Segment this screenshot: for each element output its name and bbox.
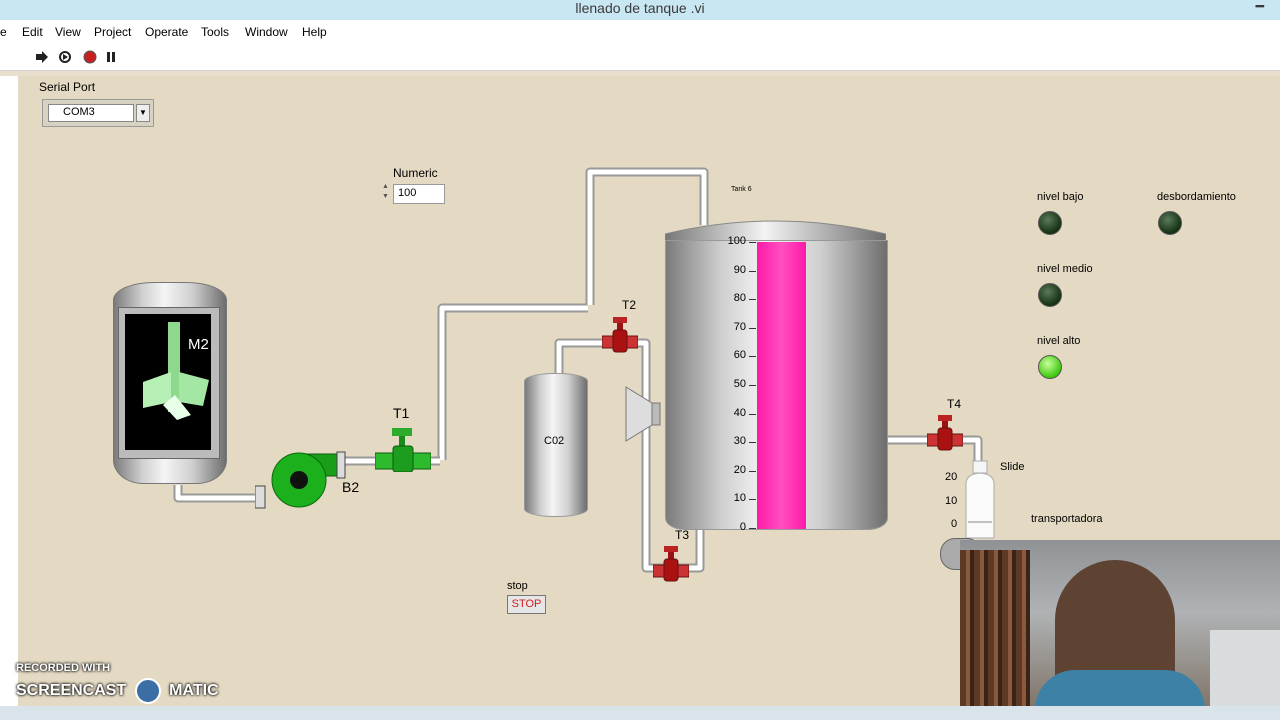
indicator-label-nivel-alto: nivel alto <box>1037 335 1081 347</box>
funnel-icon <box>625 386 661 442</box>
window-title: llenado de tanque .vi <box>575 0 705 16</box>
serial-port-field[interactable]: COM3 <box>48 104 134 122</box>
menu-edit[interactable]: Edit <box>22 25 43 39</box>
webcam-overlay <box>960 540 1280 720</box>
tank-level-track <box>757 242 806 529</box>
toolbar <box>0 44 1280 71</box>
tank-scale-mark <box>749 442 756 444</box>
wall <box>1210 630 1280 720</box>
stop-button[interactable]: STOP <box>507 595 546 614</box>
indicator-label-nivel-medio: nivel medio <box>1037 263 1093 275</box>
taskbar <box>0 706 1280 720</box>
tank-scale-tick: 100 <box>727 235 746 247</box>
abort-icon[interactable] <box>83 50 97 64</box>
tank-scale-tick: 10 <box>733 492 746 505</box>
pump-icon <box>255 451 346 509</box>
valve-t4-icon[interactable] <box>927 414 963 452</box>
watermark-line1: RECORDED WITH <box>16 662 111 674</box>
valve-t1-icon[interactable] <box>375 426 431 472</box>
tank-scale-tick: 90 <box>733 263 746 276</box>
tank-scale-mark <box>749 528 756 529</box>
mixer-label: M2 <box>188 336 209 353</box>
led-desbordamiento <box>1158 211 1182 235</box>
pump-label: B2 <box>342 479 360 495</box>
menu-view[interactable]: View <box>55 25 81 39</box>
tank-name: Tank 6 <box>731 186 752 193</box>
slide-tick-0: 0 <box>951 518 958 530</box>
tank-scale-tick: 50 <box>733 378 746 390</box>
increment-icon[interactable]: ▲▼ <box>382 183 389 200</box>
tank-scale-mark <box>749 470 756 472</box>
tank-scale-tick: 20 <box>733 463 746 476</box>
tank-scale-mark <box>749 499 756 501</box>
run-continuous-icon[interactable] <box>58 50 72 64</box>
tank-level-fill <box>757 242 806 529</box>
left-strip <box>0 76 18 706</box>
c02-tank: C02 <box>524 373 588 517</box>
tank-scale-mark <box>749 270 756 272</box>
led-nivel-medio <box>1038 283 1062 307</box>
led-nivel-bajo <box>1038 211 1062 235</box>
bookshelf <box>960 550 1030 720</box>
minimize-button[interactable]: ━ <box>1255 0 1264 14</box>
slide-label: Slide <box>1000 461 1025 473</box>
run-arrow-icon[interactable] <box>35 50 49 64</box>
serial-port-label: Serial Port <box>39 80 96 94</box>
bottle-slide[interactable] <box>962 460 998 540</box>
tank-scale-tick: 60 <box>733 349 746 362</box>
watermark-brand: SCREENCAST MATIC <box>16 678 219 704</box>
tank-scale-mark <box>749 327 756 329</box>
dropdown-icon[interactable]: ▼ <box>136 104 150 122</box>
menu-project[interactable]: Project <box>94 25 132 39</box>
menu-tools[interactable]: Tools <box>201 25 230 39</box>
indicator-label-desbordamiento: desbordamiento <box>1157 191 1236 203</box>
indicator-label-nivel-bajo: nivel bajo <box>1037 191 1084 203</box>
numeric-input[interactable]: 100 <box>393 184 445 204</box>
title-bar: llenado de tanque .vi ━ <box>0 0 1280 20</box>
menu-help[interactable]: Help <box>302 25 327 39</box>
watermark-line2: SCREENCAST <box>16 682 127 700</box>
c02-label: C02 <box>544 435 565 447</box>
pause-icon[interactable] <box>104 50 118 64</box>
serial-port-control[interactable]: COM3 ▼ <box>42 99 154 127</box>
valve-t2-icon[interactable] <box>602 316 638 354</box>
mixer-tank: M2 <box>113 282 227 484</box>
tank-scale-mark <box>749 356 756 358</box>
menu-operate[interactable]: Operate <box>145 25 189 39</box>
tank-scale-tick: 80 <box>733 292 746 305</box>
tank-scale-mark <box>749 299 756 301</box>
led-nivel-alto <box>1038 355 1062 379</box>
menu-file[interactable]: e <box>0 25 7 39</box>
record-icon <box>134 678 161 704</box>
menu-window[interactable]: Window <box>245 25 288 39</box>
slide-tick-10: 10 <box>945 495 958 507</box>
tank-scale-tick: 30 <box>733 435 746 448</box>
menu-bar: e Edit View Project Operate Tools Window… <box>0 20 1280 44</box>
tank-scale-tick: 40 <box>733 406 746 419</box>
tank-scale-tick: 70 <box>733 320 746 333</box>
numeric-label: Numeric <box>393 166 438 180</box>
watermark: RECORDED WITH SCREENCAST MATIC <box>16 662 219 704</box>
valve-t3-icon[interactable] <box>653 545 689 583</box>
watermark-line3: MATIC <box>169 682 219 700</box>
agitator-icon <box>143 322 209 420</box>
tank-scale-mark <box>749 242 756 243</box>
numeric-value: 100 <box>398 187 417 199</box>
tank-scale-tick: 0 <box>739 521 746 533</box>
tank-scale-mark <box>749 385 756 386</box>
valve-t1-label: T1 <box>393 405 410 421</box>
conveyor-label: transportadora <box>1031 513 1103 525</box>
stop-label: stop <box>507 580 528 592</box>
serial-port-value: COM3 <box>63 106 95 118</box>
valve-t3-label: T3 <box>675 528 690 542</box>
tank-scale-mark <box>749 413 756 415</box>
valve-t2-label: T2 <box>622 298 637 312</box>
slide-tick-20: 20 <box>945 471 958 483</box>
valve-t4-label: T4 <box>947 397 962 411</box>
